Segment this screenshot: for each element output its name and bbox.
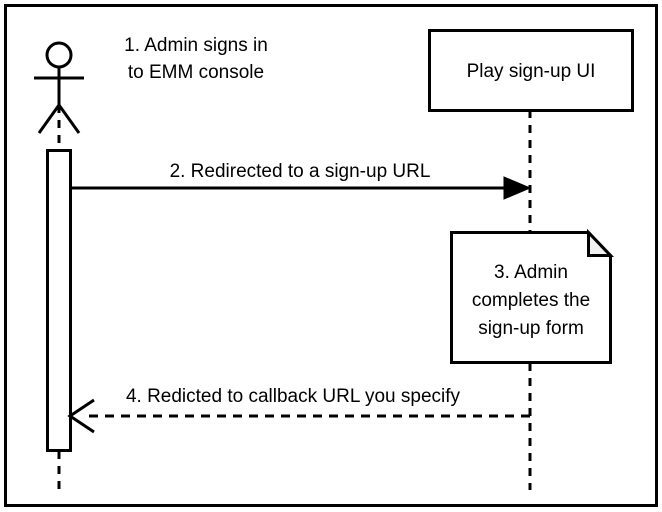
message-2-label: 2. Redirected to a sign-up URL <box>170 161 431 182</box>
activation-bar-admin <box>46 149 72 452</box>
actor-head-icon <box>45 41 73 69</box>
actor-leg-right-icon <box>57 104 81 134</box>
participant-label-play-signup-ui: Play sign-up UI <box>467 61 596 82</box>
note-3-label-line1: 3. Admin <box>494 262 568 283</box>
note-3-label-line2: completes the <box>472 290 590 311</box>
note-3-admin-completes-form[interactable]: 3. Admin completes the sign-up form <box>450 228 615 364</box>
note-3-label-line3: sign-up form <box>478 318 584 339</box>
message-2-arrowhead-icon <box>503 176 532 200</box>
actor-leg-left-icon <box>37 104 61 134</box>
actor-admin[interactable] <box>34 41 84 134</box>
note-3-body <box>450 231 612 364</box>
message-1-label-line1: 1. Admin signs in <box>124 35 268 56</box>
message-4-label: 4. Redicted to callback URL you specify <box>126 386 461 407</box>
message-4-arrowhead-icon <box>67 398 95 434</box>
note-3-fold-icon <box>587 228 615 257</box>
message-1-label-line2: to EMM console <box>128 62 264 83</box>
